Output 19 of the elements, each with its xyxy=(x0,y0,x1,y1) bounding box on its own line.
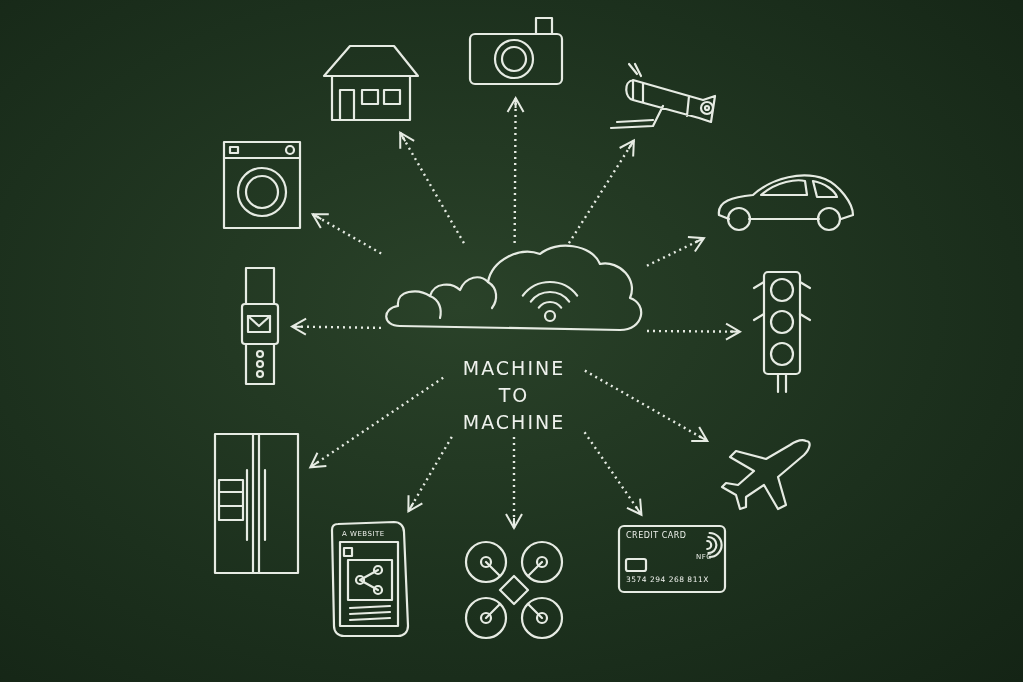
drone-icon xyxy=(462,538,566,642)
arrow xyxy=(506,97,525,243)
arrow xyxy=(505,437,523,529)
arrow xyxy=(647,322,741,341)
washing-machine-icon xyxy=(220,138,304,232)
refrigerator-icon xyxy=(211,430,302,577)
diagram-heading: MACHINE TO MACHINE xyxy=(461,356,567,435)
arrow xyxy=(291,317,382,336)
arrow xyxy=(646,236,705,267)
arrow xyxy=(407,436,453,513)
traffic-light-icon xyxy=(750,268,814,396)
arrow xyxy=(583,431,643,516)
arrow xyxy=(584,369,709,442)
smartwatch-icon xyxy=(238,264,282,388)
arrow xyxy=(311,213,382,255)
arrow xyxy=(399,131,465,244)
card-title: CREDIT CARD xyxy=(626,531,687,540)
arrow xyxy=(567,139,635,244)
arrow xyxy=(309,376,444,469)
